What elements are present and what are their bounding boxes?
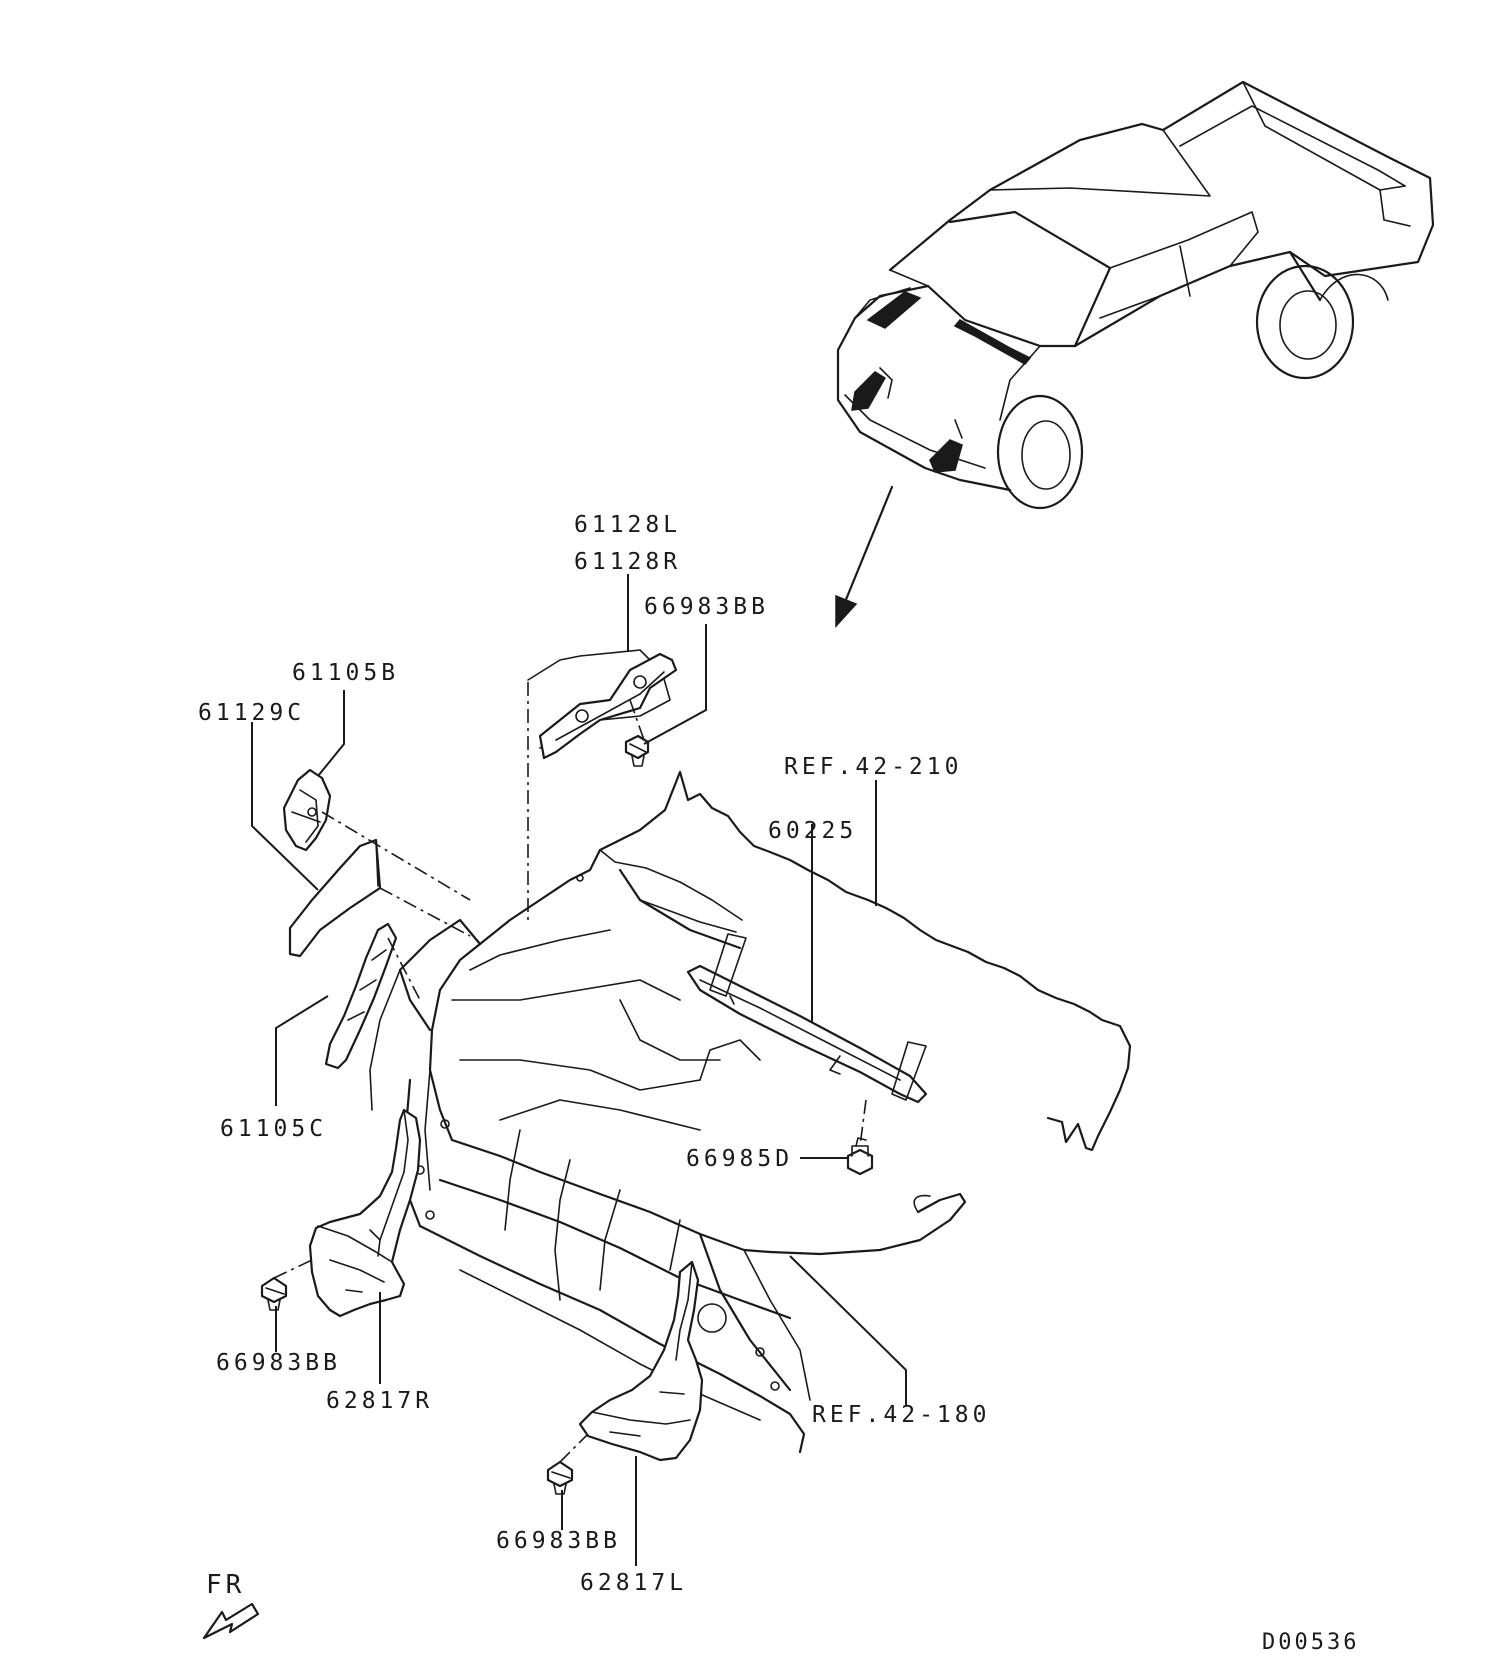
part-61128-bracket — [527, 649, 678, 920]
part-61105B — [282, 768, 332, 852]
clip-66983BB-left — [260, 1276, 288, 1311]
label-66985D: 66985D — [686, 1146, 794, 1172]
diagram-code: D00536 — [1262, 1630, 1360, 1655]
front-body-structure — [369, 770, 1132, 1454]
label-61128L: 61128L — [574, 512, 682, 538]
label-61128R: 61128R — [574, 549, 682, 575]
label-front: FR — [206, 1570, 246, 1600]
detail-arrow — [835, 485, 894, 628]
label-60225: 60225 — [768, 818, 858, 844]
label-61105C: 61105C — [220, 1116, 328, 1142]
front-direction-arrow-icon — [202, 1602, 260, 1640]
part-62817L — [578, 1260, 704, 1462]
label-66983BB-top: 66983BB — [644, 594, 769, 620]
label-61105B: 61105B — [292, 660, 400, 686]
clip-66983BB-bottom — [546, 1460, 574, 1495]
installation-lines — [273, 699, 867, 1463]
part-61129C-pad — [288, 838, 382, 958]
bolt-66985D — [846, 1137, 874, 1176]
leader-lines — [251, 574, 907, 1566]
label-61129C: 61129C — [198, 700, 306, 726]
label-66983BB-left: 66983BB — [216, 1350, 341, 1376]
truck-illustration — [836, 80, 1435, 510]
part-62817R — [308, 1108, 422, 1318]
label-ref-42-210: REF.42-210 — [784, 754, 963, 780]
label-ref-42-180: REF.42-180 — [812, 1402, 991, 1428]
part-61105C — [324, 922, 398, 1070]
label-62817L: 62817L — [580, 1570, 688, 1596]
clip-66983BB-top — [624, 734, 650, 767]
label-66983BB-bottom: 66983BB — [496, 1528, 621, 1554]
label-62817R: 62817R — [326, 1388, 434, 1414]
part-60225-seal — [686, 933, 928, 1104]
